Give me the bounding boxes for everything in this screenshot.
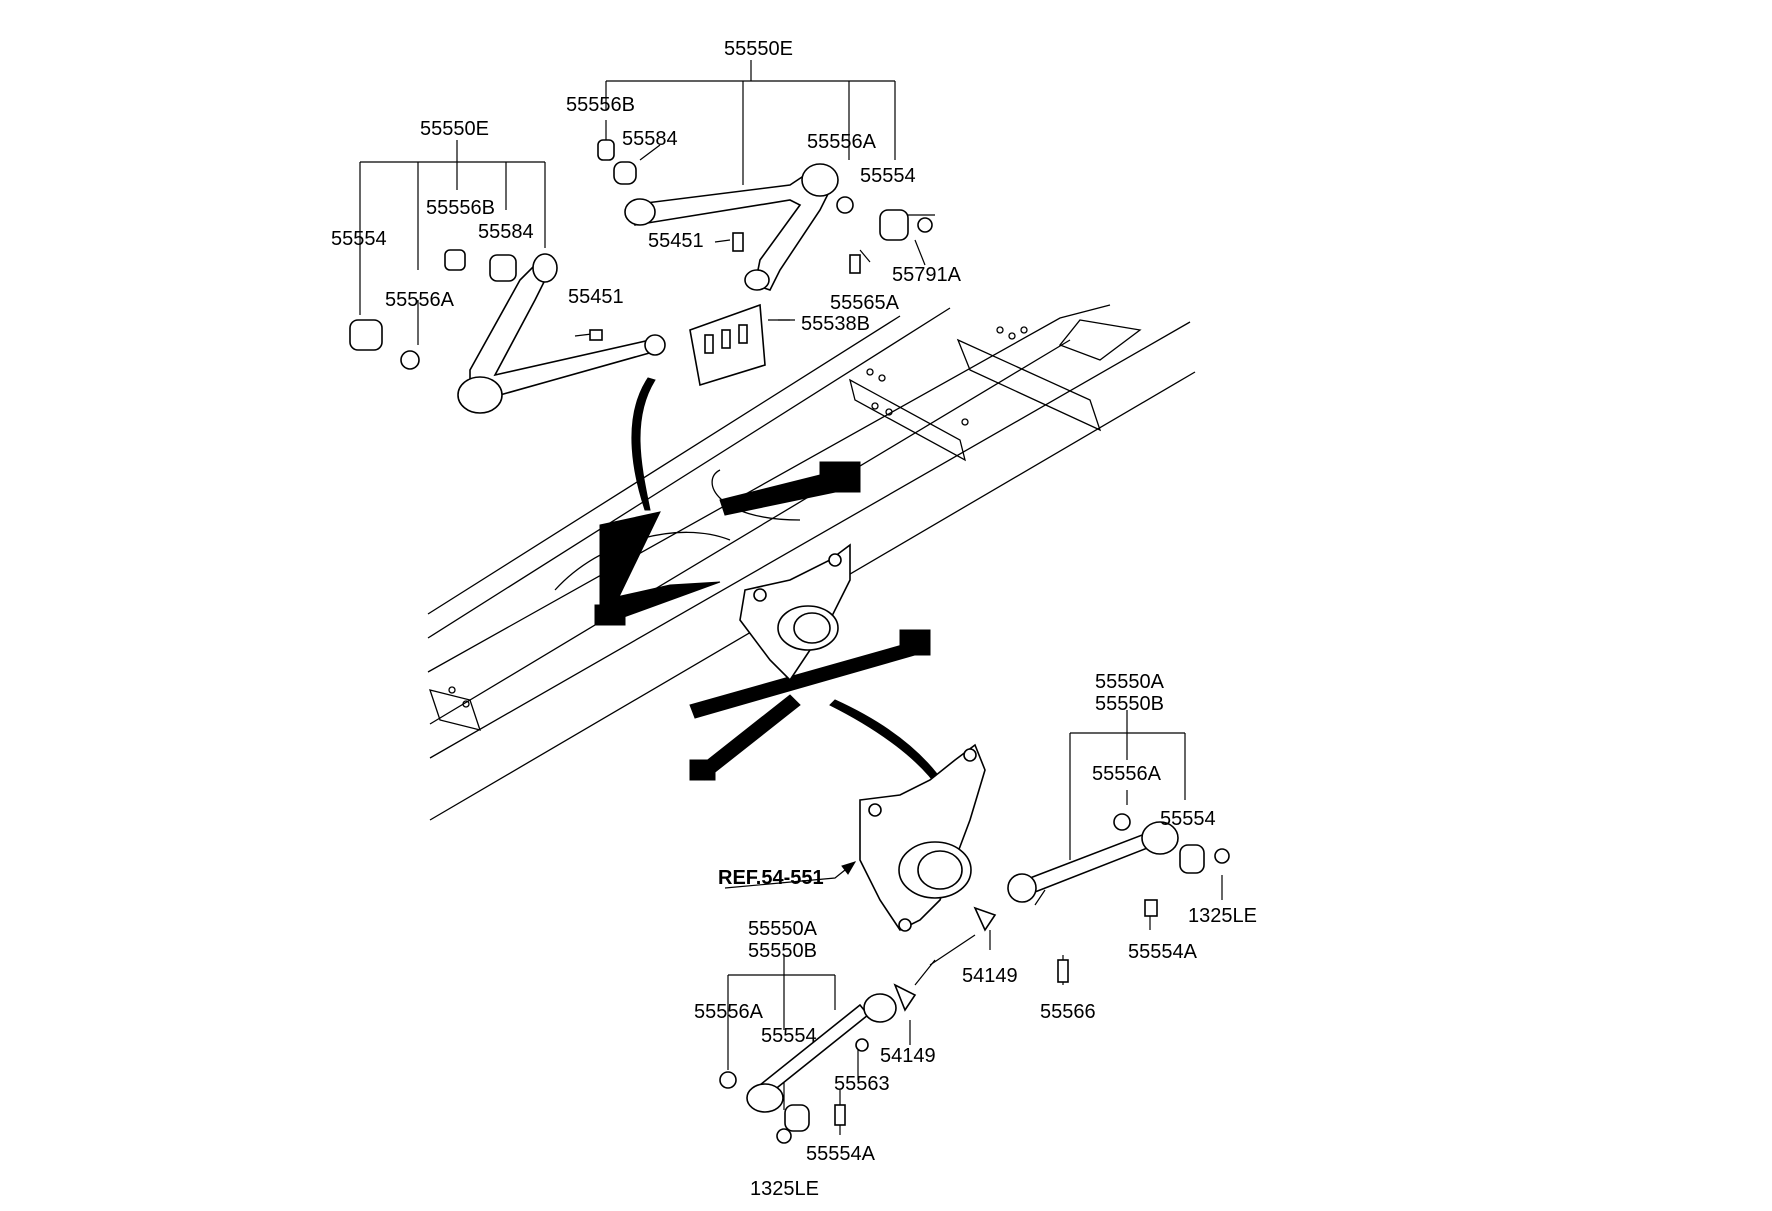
label-bottom-bolt-a: 55554A (806, 1143, 876, 1165)
part-labels: 55550E 55556B 55584 55556A 55554 55451 5… (331, 38, 1257, 1200)
label-top-center-bushing-54: 55554 (860, 165, 916, 187)
frame-holes (448, 326, 1028, 708)
label-right-nut: 1325LE (1188, 905, 1257, 927)
label-bottom-assembly-b: 55550B (748, 940, 817, 962)
label-top-center-bushing-b: 55556B (566, 94, 635, 116)
label-right-bolt-a: 55554A (1128, 941, 1198, 963)
label-bottom-bracket: 54149 (880, 1045, 936, 1067)
label-right-bushing-a: 55556A (1092, 763, 1162, 785)
label-right-assembly-b: 55550B (1095, 693, 1164, 715)
label-bottom-nut-63: 55563 (834, 1073, 890, 1095)
label-bottom-bushing-54: 55554 (761, 1025, 817, 1047)
label-right-bushing-54: 55554 (1160, 808, 1216, 830)
label-top-left-bushing-b: 55556B (426, 197, 495, 219)
label-top-center-bolt: 55451 (648, 230, 704, 252)
label-top-center-nut: 55791A (892, 264, 962, 286)
label-top-left-bushing: 55584 (478, 221, 534, 243)
label-right-bolt: 55566 (1040, 1001, 1096, 1023)
label-top-center-bushing: 55584 (622, 128, 678, 150)
label-top-center-assembly: 55550E (724, 38, 793, 60)
label-bottom-nut: 1325LE (750, 1178, 819, 1200)
installed-links (594, 377, 946, 791)
label-top-center-bolt-a: 55565A (830, 292, 900, 314)
label-right-bracket: 54149 (962, 965, 1018, 987)
label-top-left-bolt: 55451 (568, 286, 624, 308)
knuckle-ref (724, 743, 986, 932)
label-top-left-bushing-a: 55556A (385, 289, 455, 311)
lower-link-assembly-bottom (719, 955, 936, 1144)
label-top-center-bushing-a: 55556A (807, 131, 877, 153)
reference-label: REF.54-551 (718, 867, 824, 889)
upper-arm-assembly-left (349, 140, 666, 414)
label-right-assembly-a: 55550A (1095, 671, 1165, 693)
label-bottom-bushing-a: 55556A (694, 1001, 764, 1023)
knuckle-installed (739, 543, 851, 682)
lower-link-assembly-right (929, 710, 1230, 985)
label-top-left-assembly: 55550E (420, 118, 489, 140)
label-top-center-bracket: 55538B (801, 313, 870, 335)
label-bottom-assembly-a: 55550A (748, 918, 818, 940)
upper-arm-assembly-center (597, 60, 935, 387)
label-top-left-bushing-54: 55554 (331, 228, 387, 250)
